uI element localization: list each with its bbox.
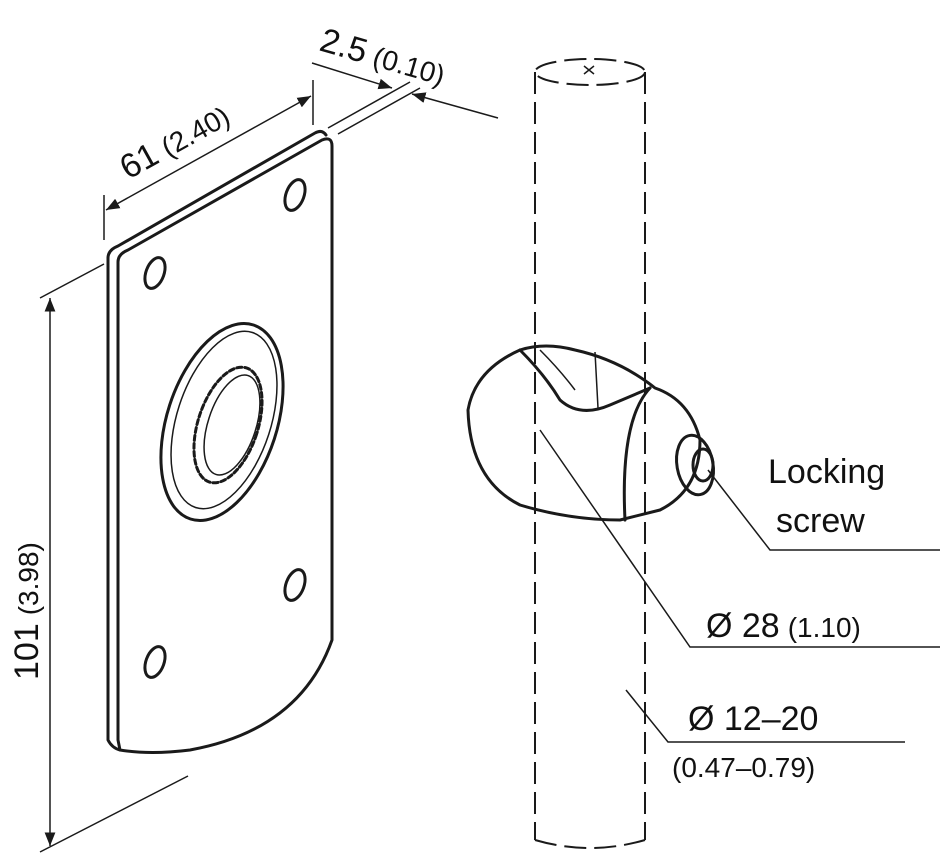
clamp [466,344,715,522]
height-value: 101 [8,623,46,680]
rod [534,58,646,849]
svg-text:101(3.98): 101 (3.98) [8,542,46,680]
callout-clamp-diameter: Ø 28 (1.10) [539,429,940,648]
dimension-thickness: 2.5(0.10) [311,21,499,135]
locking-screw-label-line2: screw [776,502,865,540]
width-inch: (2.40) [156,100,235,163]
height-inch: (3.98) [13,542,44,615]
ball-socket-ring [159,322,285,522]
svg-text:2.5(0.10): 2.5(0.10) [316,21,450,93]
mounting-plate [106,129,334,754]
mounting-hole [143,256,167,290]
clamp-diameter-inch: (1.10) [788,612,861,643]
dimension-height: 101 (3.98) [8,263,189,853]
width-value: 61 [113,135,165,187]
rod-diameter-inch: (0.47–0.79) [672,752,815,783]
thickness-inch: (0.10) [369,41,448,91]
mounting-hole [283,178,307,212]
clamp-diameter-value: Ø 28 [706,607,780,645]
callout-rod-diameter: Ø 12–20 (0.47–0.79) [625,689,905,783]
rod-diameter-value: Ø 12–20 [688,700,818,738]
mounting-hole [283,568,307,602]
mounting-hole [143,645,167,679]
thickness-value: 2.5 [316,21,372,71]
svg-text:61(2.40): 61(2.40) [113,96,235,187]
dimension-width: 61(2.40) [103,80,314,240]
callout-locking-screw: Locking screw [707,453,940,551]
svg-text:Ø 28(1.10): Ø 28 (1.10) [706,607,861,645]
locking-screw-label-line1: Locking [768,453,885,491]
